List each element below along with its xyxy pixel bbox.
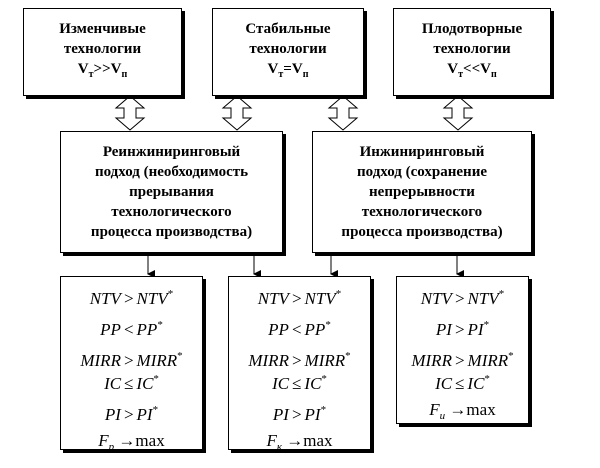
- formula-symbol: V: [291, 61, 303, 77]
- objective-row: Fр →max: [98, 431, 165, 454]
- criterion-row: NTV>NTV*: [89, 288, 174, 308]
- criterion-row: MIRR>MIRR*: [411, 350, 514, 370]
- criterion-row: PP<PP*: [100, 319, 163, 339]
- objective-row: Fк →max: [266, 431, 333, 454]
- formula-subscript: т: [88, 69, 94, 80]
- velocity-formula: Vт=Vп: [268, 59, 309, 85]
- criterion-row: PI>PI*: [435, 319, 490, 339]
- engineering-criteria-box: NTV>NTV* PI>PI* MIRR>MIRR* IC≤IC* Fи →ma…: [396, 276, 529, 424]
- objective-row: Fи →max: [429, 400, 496, 423]
- box-line: Стабильные: [245, 21, 331, 37]
- productive-technologies-box: Плодотворные технологии Vт<<Vп: [393, 8, 551, 96]
- engineering-approach-box: Инжиниринговый подход (сохранение непрер…: [312, 131, 532, 253]
- velocity-formula: Vт<<Vп: [447, 59, 496, 85]
- criterion-row: NTV>NTV*: [257, 288, 342, 308]
- formula-operator: <<: [463, 61, 481, 77]
- box-line: Реинжиниринговый: [102, 144, 241, 160]
- criterion-row: IC≤IC*: [435, 373, 490, 393]
- reengineering-approach-box: Реинжиниринговый подход (необходимость п…: [60, 131, 283, 253]
- box-line: непрерывности: [369, 184, 475, 200]
- variable-technologies-box: Изменчивые технологии Vт>>Vп: [23, 8, 182, 96]
- criterion-row: PI>PI*: [104, 404, 159, 424]
- formula-symbol: V: [110, 61, 122, 77]
- box-line: Инжиниринговый: [359, 144, 485, 160]
- formula-operator: =: [283, 61, 292, 77]
- box-line: технологического: [111, 204, 232, 220]
- criterion-row: IC≤IC*: [272, 373, 327, 393]
- box-line: подход (необходимость: [94, 164, 249, 180]
- formula-subscript: т: [458, 69, 464, 80]
- formula-operator: >>: [93, 61, 111, 77]
- double-arrow-2: [221, 95, 253, 131]
- stable-criteria-box: NTV>NTV* PP<PP* MIRR>MIRR* IC≤IC* PI>PI*…: [228, 276, 371, 453]
- criterion-row: IC≤IC*: [104, 373, 159, 393]
- formula-symbol: V: [267, 61, 279, 77]
- box-line: прерывания: [129, 184, 214, 200]
- formula-symbol: V: [447, 61, 459, 77]
- box-line: Плодотворные: [421, 21, 523, 37]
- box-line: технологии: [249, 41, 327, 57]
- velocity-formula: Vт>>Vп: [78, 59, 127, 85]
- criterion-row: PI>PI*: [272, 404, 327, 424]
- criterion-row: NTV>NTV*: [420, 288, 505, 308]
- formula-subscript: т: [278, 69, 284, 80]
- box-line: Изменчивые: [59, 21, 146, 37]
- double-arrow-4: [442, 95, 474, 131]
- box-line: процесса производства): [341, 224, 503, 240]
- double-arrow-1: [114, 95, 146, 131]
- reengineering-criteria-box: NTV>NTV* PP<PP* MIRR>MIRR* IC≤IC* PI>PI*…: [60, 276, 203, 453]
- box-line: подход (сохранение: [357, 164, 487, 180]
- criterion-row: MIRR>MIRR*: [80, 350, 183, 370]
- formula-subscript: п: [490, 69, 497, 80]
- formula-symbol: V: [77, 61, 89, 77]
- criterion-row: MIRR>MIRR*: [248, 350, 351, 370]
- double-arrow-3: [327, 95, 359, 131]
- formula-subscript: п: [121, 69, 128, 80]
- formula-subscript: п: [302, 69, 309, 80]
- formula-symbol: V: [480, 61, 491, 77]
- criterion-row: PP<PP*: [268, 319, 331, 339]
- box-line: технологического: [361, 204, 483, 220]
- box-line: технологии: [433, 41, 511, 57]
- box-line: процесса производства): [90, 224, 253, 240]
- stable-technologies-box: Стабильные технологии Vт=Vп: [212, 8, 364, 96]
- box-line: технологии: [63, 41, 142, 57]
